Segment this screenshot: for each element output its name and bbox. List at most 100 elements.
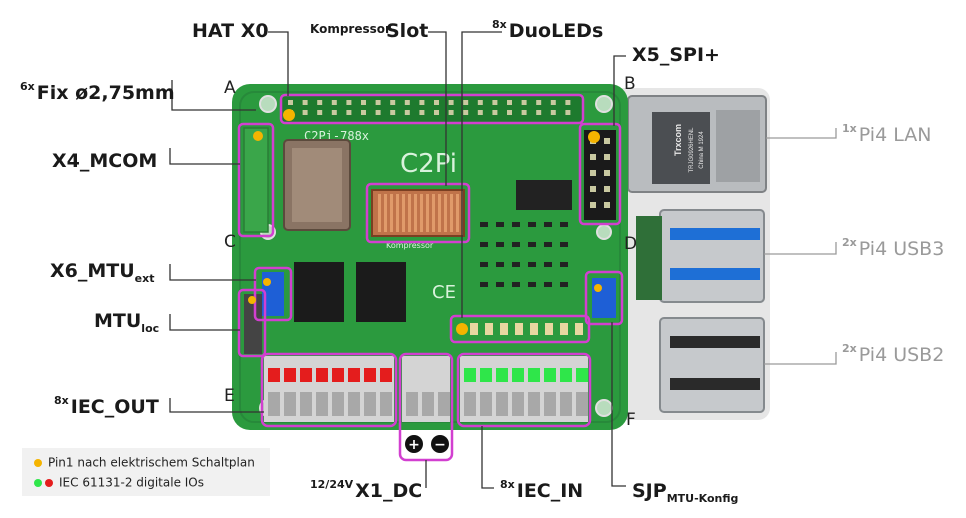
pi4-connectors: Trxcom TRJG0926HENL China M 1924 — [610, 88, 770, 420]
smd-part — [544, 242, 552, 247]
silk-logo: C2Pi — [400, 149, 457, 179]
legend-iec-text: IEC 61131-2 digitale IOs — [59, 475, 204, 490]
smd-part — [544, 282, 552, 287]
hl-mtu — [237, 288, 267, 358]
terminal-slot — [364, 392, 376, 416]
leader-x4 — [169, 148, 240, 165]
x5-pin — [590, 154, 596, 160]
compressor-fin — [378, 194, 381, 232]
hat-pin — [434, 100, 439, 105]
hat-pin — [463, 110, 469, 115]
led-red — [268, 368, 280, 382]
terminal-slot — [512, 392, 524, 416]
terminal-slot — [422, 392, 434, 416]
hl-slot — [365, 182, 471, 244]
smd-components — [480, 222, 568, 287]
compressor-fin — [390, 194, 393, 232]
hat-pin — [565, 110, 571, 115]
x5-pin — [604, 138, 610, 144]
x5-pin — [604, 170, 610, 176]
usb2-tongue-bottom — [670, 378, 760, 390]
legend-pin1-text: Pin1 nach elektrischem Schaltplan — [48, 455, 255, 470]
smd-part — [560, 282, 568, 287]
sjp-text: SJP — [632, 480, 667, 502]
terminal-slot — [268, 392, 280, 416]
compressor-fin — [438, 194, 441, 232]
usb2-text: Pi4 USB2 — [858, 344, 945, 366]
compressor-fin — [456, 194, 459, 232]
mounting-hole-a — [259, 95, 277, 113]
smd-part — [512, 242, 520, 247]
leds-iec-in — [464, 368, 588, 382]
leader-usb3 — [764, 242, 837, 255]
leader-iec-out — [169, 398, 264, 413]
duoled — [545, 323, 553, 335]
compressor-fins — [378, 194, 459, 232]
hat-pin — [448, 100, 454, 105]
smd-part — [544, 222, 552, 227]
led-red — [348, 368, 360, 382]
terminal-slot — [576, 392, 588, 416]
smd-part — [560, 262, 568, 267]
led-red — [364, 368, 376, 382]
leader-lan — [766, 128, 837, 139]
compressor-fin — [420, 194, 423, 232]
terminal-slot — [380, 392, 392, 416]
hat-pin — [521, 100, 527, 105]
usb3-green-left — [636, 216, 662, 300]
usb3-port — [659, 209, 765, 303]
label-hat: HAT X0 — [192, 20, 269, 42]
x5-pin — [604, 154, 610, 160]
usb3-count: 2x — [842, 236, 857, 249]
mounting-hole-b — [595, 95, 613, 113]
terminal-slot — [300, 392, 312, 416]
hat-pin — [448, 110, 454, 115]
leader-iec-in — [481, 426, 494, 489]
duoled — [485, 323, 493, 335]
x5-header — [584, 130, 616, 220]
x5-pin — [590, 186, 596, 192]
compressor-fin — [396, 194, 399, 232]
leader-duoleds — [461, 31, 502, 318]
leader-lines-gray — [764, 128, 837, 365]
x6-text: X6_MTU — [50, 260, 135, 282]
hat-pin — [536, 110, 542, 115]
hat-pin — [375, 100, 381, 105]
pin1-sjp — [594, 284, 602, 292]
minus-sign: − — [434, 437, 446, 453]
hl-x4 — [237, 122, 275, 238]
legend-row-iec: IEC 61131-2 digitale IOs — [34, 475, 204, 490]
hat-pin — [346, 100, 352, 105]
legend: Pin1 nach elektrischem Schaltplan IEC 61… — [22, 448, 270, 496]
compressor-fin — [444, 194, 447, 232]
x4-connector — [243, 127, 269, 233]
compressor-fin — [402, 194, 405, 232]
leader-usb2 — [764, 352, 837, 365]
led-green — [496, 368, 508, 382]
hat-pin — [463, 100, 469, 105]
hat-pin — [492, 110, 498, 115]
legend-dot-green — [34, 478, 42, 487]
pin1-duoleds — [456, 323, 468, 335]
hl-iec-in — [456, 352, 592, 428]
leader-lines — [169, 31, 626, 489]
mounting-hole-d — [596, 224, 612, 240]
hat-pin — [536, 100, 542, 105]
pin1-markers — [248, 109, 602, 335]
corner-f: F — [626, 410, 636, 430]
hat-pin — [434, 110, 439, 115]
x5-pin — [604, 186, 610, 192]
hat-pin — [317, 100, 323, 105]
hl-x5 — [578, 122, 622, 226]
smd-part — [496, 242, 504, 247]
usb3-text: Pi4 USB3 — [858, 238, 945, 260]
smd-part — [480, 222, 488, 227]
x5-pin — [604, 202, 610, 208]
led-green — [528, 368, 540, 382]
corner-b: B — [624, 74, 636, 94]
hat-pin — [507, 100, 512, 105]
